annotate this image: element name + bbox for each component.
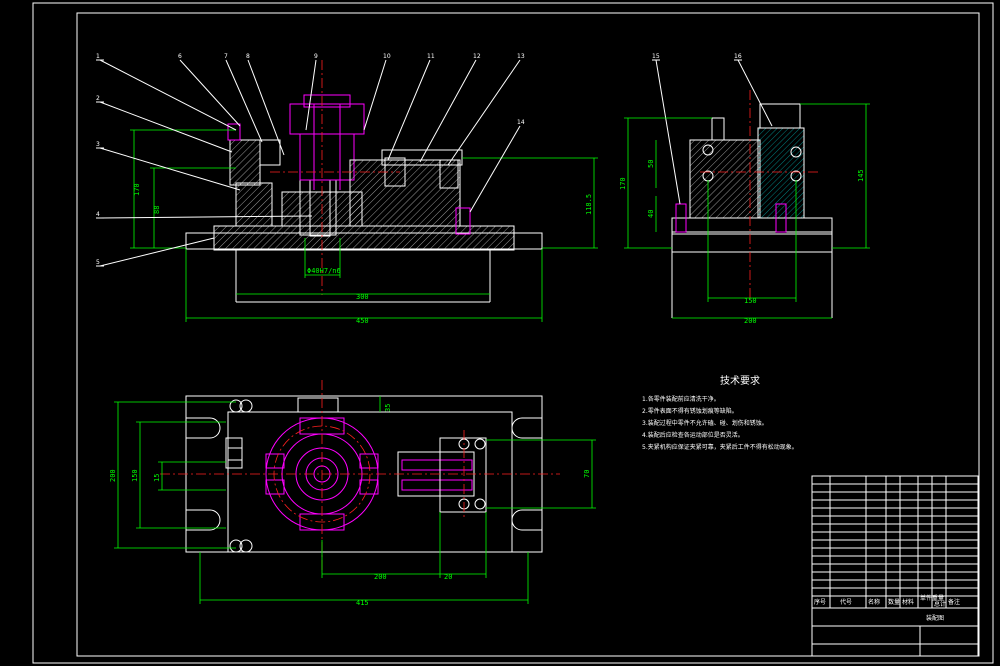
- dim-front-width-total: 450: [356, 317, 369, 325]
- dim-side-w-inner: 150: [744, 297, 757, 305]
- balloon-14: 14: [517, 119, 525, 126]
- balloon-3: 3: [96, 141, 100, 148]
- tech-item-4: 4.装配后应检查各运动部位是否灵活。: [642, 431, 744, 439]
- dim-front-height-mid: 88: [153, 206, 161, 214]
- tech-item-2: 2.零件表面不得有锈蚀划痕等缺陷。: [642, 407, 738, 415]
- dim-front-width-inner: 300: [356, 293, 369, 301]
- title-block-name: 装配图: [926, 614, 944, 622]
- balloon-6: 6: [178, 53, 182, 60]
- dim-top-w-small: 20: [444, 573, 452, 581]
- balloon-2: 2: [96, 95, 100, 102]
- balloon-10: 10: [383, 53, 391, 60]
- top-view-dimensions: 200 150 15 70 35 200 20 415: [109, 396, 596, 607]
- front-view-leaders: 1 2 3 4 5 6 7 8 9 10 11 12 13 14: [96, 53, 525, 267]
- balloon-13: 13: [517, 53, 525, 60]
- dim-front-bore: Φ40H7/n6: [307, 267, 341, 275]
- dim-side-w-total: 200: [744, 317, 757, 325]
- top-view: [160, 380, 560, 570]
- balloon-8: 8: [246, 53, 250, 60]
- dim-top-w-part: 200: [374, 573, 387, 581]
- dim-side-h-left: 170: [619, 177, 627, 190]
- side-view: 15 16: [652, 53, 833, 318]
- dim-top-h-total: 200: [109, 469, 117, 482]
- tech-item-3: 3.装配过程中零件不允许磕、碰、划伤和锈蚀。: [642, 419, 768, 427]
- balloon-9: 9: [314, 53, 318, 60]
- tech-item-1: 1.各零件装配前应清洗干净。: [642, 395, 720, 403]
- tech-requirements: 技术要求 1.各零件装配前应清洗干净。 2.零件表面不得有锈蚀划痕等缺陷。 3.…: [642, 374, 798, 451]
- dim-front-height-right: 118.5: [585, 194, 593, 215]
- header-unit-weight: 单件重量: [920, 594, 944, 602]
- header-name: 名称: [868, 598, 880, 606]
- dim-top-right-h: 70: [583, 470, 591, 478]
- balloon-7: 7: [224, 53, 228, 60]
- balloon-5: 5: [96, 259, 100, 266]
- dim-side-h-right: 145: [857, 169, 865, 182]
- header-code: 代号: [840, 598, 852, 606]
- front-view-dimensions: 170 88 118.5 300 450 Φ40H7/n6: [130, 129, 598, 325]
- drawing-frame: [76, 12, 980, 657]
- tech-title: 技术要求: [720, 374, 760, 387]
- header-remark: 备注: [948, 598, 960, 606]
- dim-top-h-small: 15: [153, 474, 161, 482]
- side-view-dimensions: 170 50 40 145 150 200: [619, 103, 870, 325]
- header-total: 总计: [934, 600, 946, 608]
- dim-side-h-base: 40: [647, 210, 655, 218]
- header-qty: 数量: [888, 598, 900, 606]
- balloon-12: 12: [473, 53, 481, 60]
- balloon-16: 16: [734, 53, 742, 60]
- dim-front-height-total: 170: [133, 183, 141, 196]
- balloon-1: 1: [96, 53, 100, 60]
- parts-list-grid: [812, 476, 978, 608]
- dim-top-w-total: 415: [356, 599, 369, 607]
- balloon-11: 11: [427, 53, 435, 60]
- dim-side-h-small: 50: [647, 160, 655, 168]
- clamp-head: [289, 103, 365, 135]
- tech-item-5: 5.夹紧机构应保证夹紧可靠，夹紧后工件不得有松动现象。: [642, 443, 798, 451]
- balloon-4: 4: [96, 211, 100, 218]
- balloon-15: 15: [652, 53, 660, 60]
- dim-top-top: 35: [384, 404, 392, 412]
- front-view: [185, 60, 543, 303]
- header-material: 材料: [902, 598, 914, 606]
- sheet-border: [32, 2, 994, 664]
- dim-top-h-mid: 150: [131, 469, 139, 482]
- header-no: 序号: [814, 598, 826, 606]
- title-block: 序号 代号 名称 数量 材料 单件重量 总计 备注 装配图: [811, 475, 979, 657]
